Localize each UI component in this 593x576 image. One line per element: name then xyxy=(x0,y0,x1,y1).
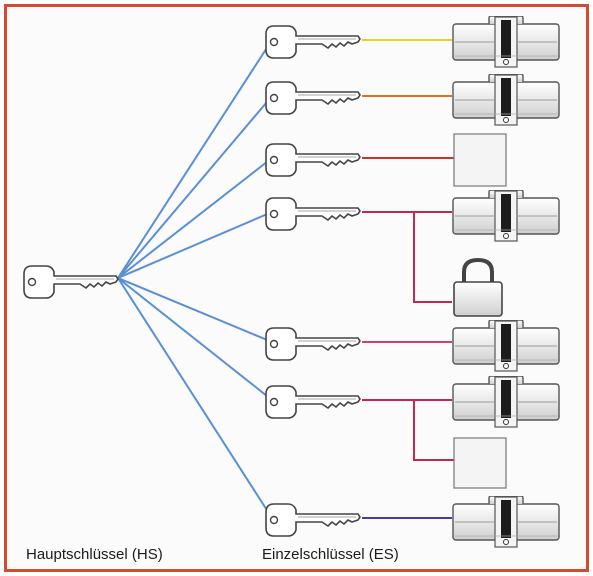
key-icon xyxy=(265,197,361,231)
individual-keys-label: Einzelschlüssel (ES) xyxy=(262,546,399,563)
master-key-label: Hauptschlüssel (HS) xyxy=(26,546,163,563)
padlock-icon xyxy=(452,258,504,318)
lock-cylinder-icon xyxy=(452,16,560,68)
lock-placeholder-box xyxy=(453,133,507,187)
key-icon xyxy=(265,385,361,419)
lock-cylinder-icon xyxy=(452,496,560,548)
lock-cylinder-icon xyxy=(452,376,560,428)
master-key-lines xyxy=(117,39,273,519)
lock-placeholder-box xyxy=(453,437,507,489)
key-lock-lines xyxy=(362,39,454,519)
master-key-icon xyxy=(23,265,119,299)
lock-cylinder-icon xyxy=(452,190,560,242)
key-icon xyxy=(265,81,361,115)
key-icon xyxy=(265,327,361,361)
key-icon xyxy=(265,143,361,177)
key-icon xyxy=(265,503,361,537)
key-icon xyxy=(265,25,361,59)
lock-cylinder-icon xyxy=(452,320,560,372)
lock-cylinder-icon xyxy=(452,74,560,126)
